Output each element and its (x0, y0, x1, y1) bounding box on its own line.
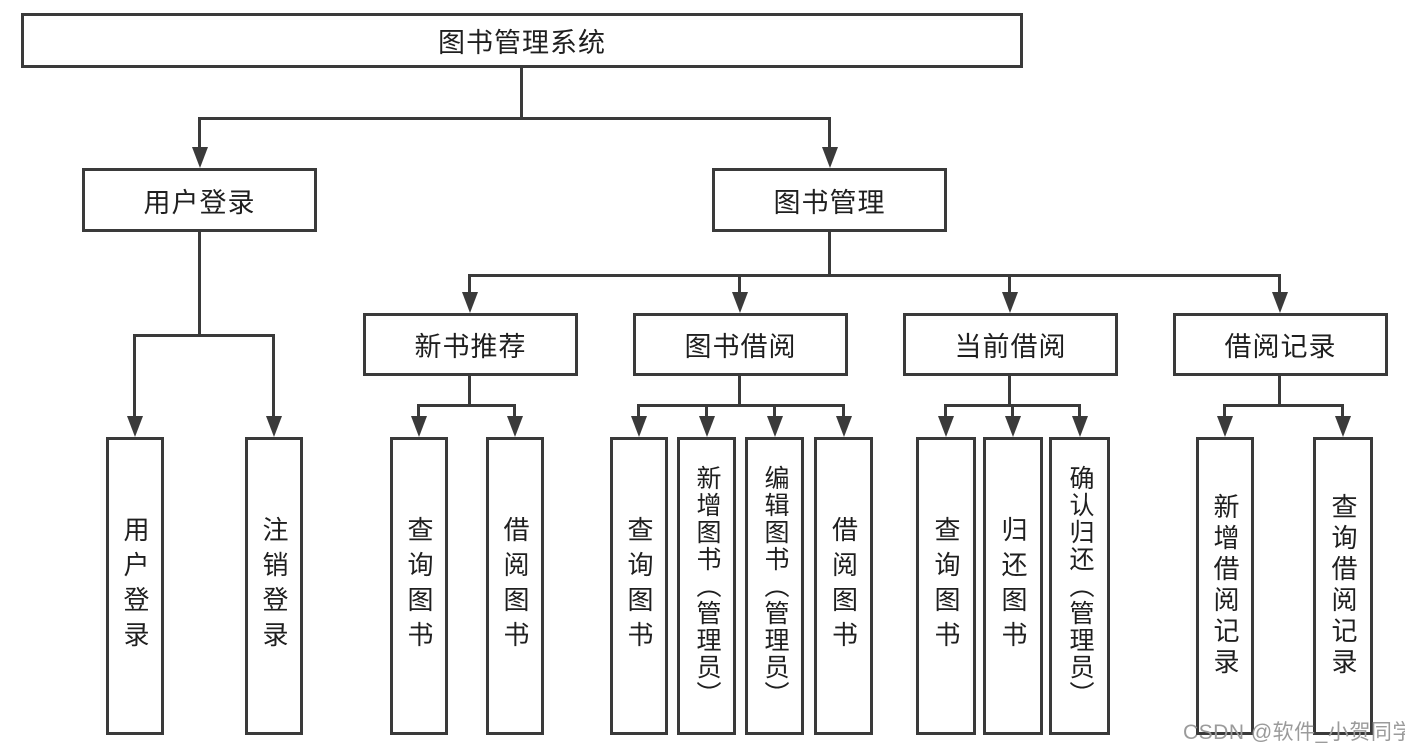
node-new-book-recommend: 新书推荐 (363, 313, 578, 376)
node-root-library-system: 图书管理系统 (21, 13, 1023, 68)
connector-arrow-bb-edit (773, 404, 776, 416)
connector-arrow-cb-return (1011, 404, 1014, 416)
leaf-current-query-book-label: 查询图书 (931, 516, 961, 656)
connector-root-hline (198, 117, 831, 120)
connector-userlogin-hline (133, 334, 275, 337)
leaf-borrow-query-book-label: 查询图书 (624, 516, 654, 656)
connector-bookmgmt-hline (468, 274, 1281, 277)
leaf-logout-label: 注销登录 (259, 516, 289, 656)
leaf-query-borrow-record: 查询借阅记录 (1313, 437, 1373, 735)
connector-arrow-bb-borrow (842, 404, 845, 416)
node-user-login: 用户登录 (82, 168, 317, 232)
watermark: CSDN @软件_小贺同学 (1183, 721, 1405, 744)
connector-arrow-leaf-login (133, 334, 136, 416)
leaf-add-book-admin: 新增图书（管理员） (677, 437, 736, 735)
connector-arrow-nb-borrow (513, 404, 516, 416)
leaf-confirm-return-admin-label: 确认归还（管理员） (1066, 464, 1094, 708)
node-book-management: 图书管理 (712, 168, 947, 232)
connector-currentborrow-stub (1008, 376, 1011, 407)
leaf-newbooks-borrow-book: 借阅图书 (486, 437, 544, 735)
node-current-borrow: 当前借阅 (903, 313, 1118, 376)
connector-bookborrow-hline (637, 404, 845, 407)
connector-newbooks-stub (468, 376, 471, 407)
connector-arrow-leaf-logout (272, 334, 275, 416)
leaf-query-borrow-record-label: 查询借阅记录 (1328, 493, 1358, 679)
leaf-newbooks-query-book-label: 查询图书 (404, 516, 434, 656)
leaf-borrow-borrow-book: 借阅图书 (814, 437, 873, 735)
leaf-edit-book-admin: 编辑图书（管理员） (745, 437, 804, 735)
leaf-return-book-label: 归还图书 (998, 516, 1028, 656)
leaf-logout: 注销登录 (245, 437, 303, 735)
node-borrow-record: 借阅记录 (1173, 313, 1388, 376)
leaf-current-query-book: 查询图书 (916, 437, 976, 735)
connector-arrow-bb-add (705, 404, 708, 416)
connector-arrow-cb-query (944, 404, 947, 416)
connector-root-stub (520, 66, 523, 120)
node-book-borrow: 图书借阅 (633, 313, 848, 376)
connector-arrow-br-query (1341, 404, 1344, 416)
leaf-newbooks-borrow-book-label: 借阅图书 (500, 516, 530, 656)
leaf-edit-book-admin-label: 编辑图书（管理员） (761, 464, 789, 708)
connector-bookborrow-stub (738, 376, 741, 407)
connector-arrow-new-books (468, 274, 471, 292)
connector-borrowrecord-hline (1223, 404, 1344, 407)
connector-bookmgmt-stub (828, 232, 831, 277)
leaf-add-borrow-record: 新增借阅记录 (1196, 437, 1254, 735)
connector-arrow-nb-query (417, 404, 420, 416)
leaf-add-borrow-record-label: 新增借阅记录 (1210, 493, 1240, 679)
leaf-borrow-borrow-book-label: 借阅图书 (828, 516, 859, 656)
connector-arrow-user-login (198, 117, 201, 147)
leaf-confirm-return-admin: 确认归还（管理员） (1049, 437, 1110, 735)
connector-arrow-borrow-record (1278, 274, 1281, 292)
connector-arrow-book-mgmt (828, 117, 831, 147)
leaf-return-book: 归还图书 (983, 437, 1043, 735)
connector-arrow-br-add (1223, 404, 1226, 416)
leaf-borrow-query-book: 查询图书 (610, 437, 668, 735)
connector-arrow-book-borrow (738, 274, 741, 292)
connector-arrow-cb-confirm (1078, 404, 1081, 416)
leaf-add-book-admin-label: 新增图书（管理员） (693, 464, 721, 708)
leaf-user-login-label: 用户登录 (120, 516, 150, 656)
connector-arrow-current-borrow (1008, 274, 1011, 292)
connector-userlogin-stub (198, 232, 201, 336)
connector-newbooks-hline (417, 404, 516, 407)
connector-borrowrecord-stub (1278, 376, 1281, 407)
leaf-newbooks-query-book: 查询图书 (390, 437, 448, 735)
connector-arrow-bb-query (637, 404, 640, 416)
leaf-user-login: 用户登录 (106, 437, 164, 735)
